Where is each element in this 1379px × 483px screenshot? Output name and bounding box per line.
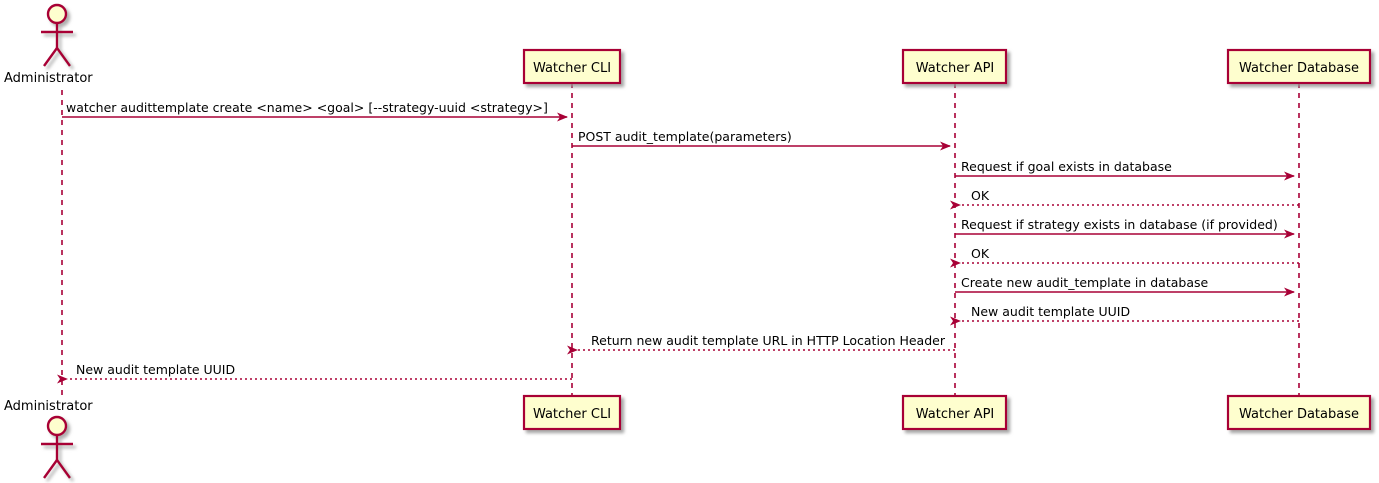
actor-left-leg-line <box>43 47 58 67</box>
message-msg-1: watcher audittemplate create <name> <goa… <box>62 100 568 122</box>
participant-label-watcher-cli: Watcher CLI <box>533 407 611 422</box>
participant-box-rect <box>522 394 622 431</box>
participant-box-watcher-api-bottom[interactable]: Watcher API <box>901 394 1008 431</box>
participant-box-watcher-cli-top[interactable]: Watcher CLI <box>522 48 622 85</box>
participant-box-watcher-api-top[interactable]: Watcher API <box>901 48 1008 85</box>
participant-label-watcher-cli: Watcher CLI <box>533 61 611 76</box>
actor-right-leg-line <box>56 47 71 67</box>
participant-label-watcher-api: Watcher API <box>916 61 995 76</box>
participant-box-watcher-database-top[interactable]: Watcher Database <box>1226 48 1372 85</box>
message-label: OK <box>971 188 990 203</box>
message-msg-6: OK <box>950 246 1299 268</box>
actor-administrator-top <box>41 3 73 67</box>
message-msg-7: Create new audit_template in database <box>955 275 1295 297</box>
participant-box-rect <box>522 48 622 85</box>
message-msg-2: POST audit_template(parameters) <box>572 129 951 151</box>
participant-box-watcher-cli-bottom[interactable]: Watcher CLI <box>522 394 622 431</box>
participant-label-watcher-database: Watcher Database <box>1239 407 1359 422</box>
message-label: Create new audit_template in database <box>961 275 1208 290</box>
message-msg-3: Request if goal exists in database <box>955 159 1295 181</box>
message-label: New audit template UUID <box>76 362 235 377</box>
participant-box-watcher-database-bottom[interactable]: Watcher Database <box>1226 394 1372 431</box>
message-label: Request if strategy exists in database (… <box>961 217 1278 232</box>
participant-label-watcher-api: Watcher API <box>916 407 995 422</box>
message-msg-4: OK <box>950 188 1299 210</box>
participant-box-rect <box>1226 394 1372 431</box>
actor-left-leg-line <box>43 459 58 479</box>
message-msg-10: New audit template UUID <box>57 362 572 384</box>
actor-right-leg-line <box>56 459 71 479</box>
message-label: New audit template UUID <box>971 304 1130 319</box>
actor-label-administrator-bottom: Administrator <box>4 399 93 414</box>
actor-head-icon <box>46 415 68 437</box>
message-label: watcher audittemplate create <name> <goa… <box>66 100 548 115</box>
message-msg-8: New audit template UUID <box>950 304 1299 326</box>
message-label: POST audit_template(parameters) <box>578 129 792 144</box>
message-label: Request if goal exists in database <box>961 159 1172 174</box>
message-label: OK <box>971 246 990 261</box>
message-msg-5: Request if strategy exists in database (… <box>955 217 1295 239</box>
participant-box-rect <box>901 48 1008 85</box>
actor-administrator-bottom <box>41 415 73 479</box>
message-msg-9: Return new audit template URL in HTTP Lo… <box>567 333 955 355</box>
message-label: Return new audit template URL in HTTP Lo… <box>591 333 946 348</box>
participant-label-watcher-database: Watcher Database <box>1239 61 1359 76</box>
actor-head-icon <box>46 3 68 25</box>
participant-box-rect <box>1226 48 1372 85</box>
participant-box-rect <box>901 394 1008 431</box>
actor-label-administrator-top: Administrator <box>4 71 93 86</box>
lifelines-group <box>61 83 1300 396</box>
